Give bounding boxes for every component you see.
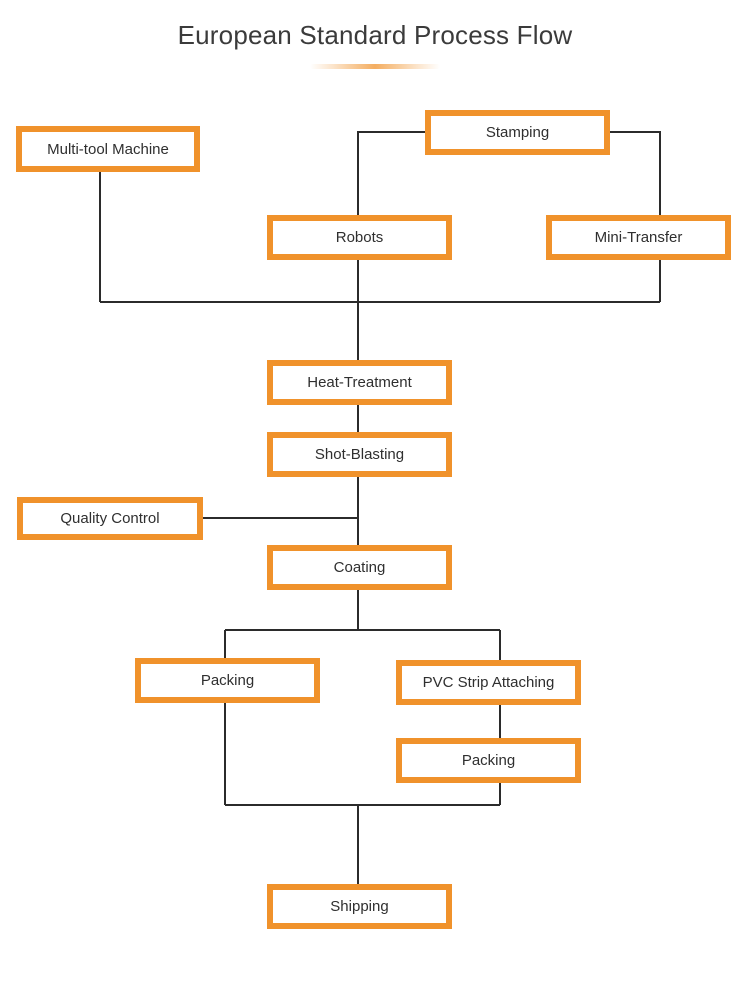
node-label: Quality Control <box>60 510 160 527</box>
title-divider <box>310 64 440 69</box>
node-packing-left[interactable]: Packing <box>135 658 320 703</box>
node-label: Mini-Transfer <box>594 229 683 246</box>
node-label: Packing <box>461 752 516 769</box>
node-label: Multi-tool Machine <box>47 140 169 158</box>
node-label: Stamping <box>485 124 550 141</box>
edge-stamping-mini-transfer <box>610 131 661 215</box>
node-shot-blasting[interactable]: Shot-Blasting <box>267 432 452 477</box>
node-heat-treatment[interactable]: Heat-Treatment <box>267 360 452 405</box>
node-label: PVC Strip Attaching <box>422 674 555 691</box>
node-pvc-strip-attaching[interactable]: PVC Strip Attaching <box>396 660 581 705</box>
node-label: Shot-Blasting <box>314 446 405 463</box>
page-title: European Standard Process Flow <box>177 20 573 50</box>
node-quality-control[interactable]: Quality Control <box>17 497 203 540</box>
node-coating[interactable]: Coating <box>267 545 452 590</box>
node-label: Robots <box>335 229 384 246</box>
node-packing-right[interactable]: Packing <box>396 738 581 783</box>
node-mini-transfer[interactable]: Mini-Transfer <box>546 215 731 260</box>
node-robots[interactable]: Robots <box>267 215 452 260</box>
node-label: Packing <box>200 672 255 689</box>
node-stamping[interactable]: Stamping <box>425 110 610 155</box>
edge-stamping-robots <box>357 131 425 215</box>
node-shipping[interactable]: Shipping <box>267 884 452 929</box>
node-multi-tool-machine[interactable]: Multi-tool Machine <box>16 126 200 172</box>
node-label: Coating <box>333 559 386 576</box>
node-label: Shipping <box>330 898 389 915</box>
node-label: Heat-Treatment <box>307 374 412 391</box>
